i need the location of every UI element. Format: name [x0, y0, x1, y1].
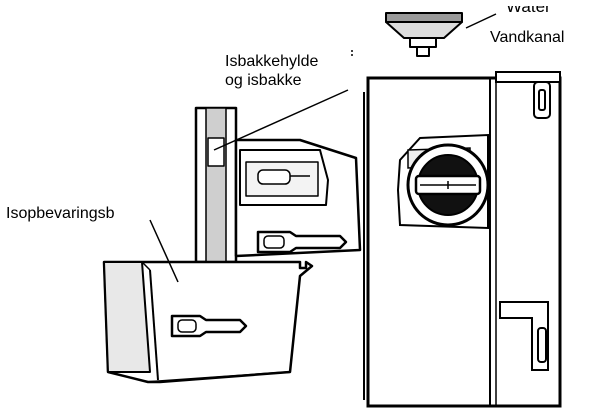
ice-maker-knob: [406, 143, 490, 227]
ice-tray-shelf: [194, 106, 362, 264]
water-leader-line: [465, 13, 497, 29]
side-bracket-bottom: [499, 301, 549, 371]
label-mask: [496, 0, 600, 6]
ice-tray-shelf-label-line1: Isbakkehylde: [225, 53, 318, 70]
ice-maker-housing: [363, 71, 562, 408]
ice-storage-bin: [102, 260, 314, 384]
leader-lines: [149, 13, 497, 283]
shelf-leader-line: [213, 89, 349, 151]
side-bracket-top: [533, 81, 551, 119]
ice-tray-shelf-label-line2: og isbakke: [225, 72, 302, 89]
water-funnel: [385, 12, 463, 57]
ice-storage-bin-label: Isopbevaringsb: [6, 205, 115, 222]
storage-leader-line: [149, 219, 179, 283]
water-channel-label: Vandkanal: [490, 29, 564, 46]
